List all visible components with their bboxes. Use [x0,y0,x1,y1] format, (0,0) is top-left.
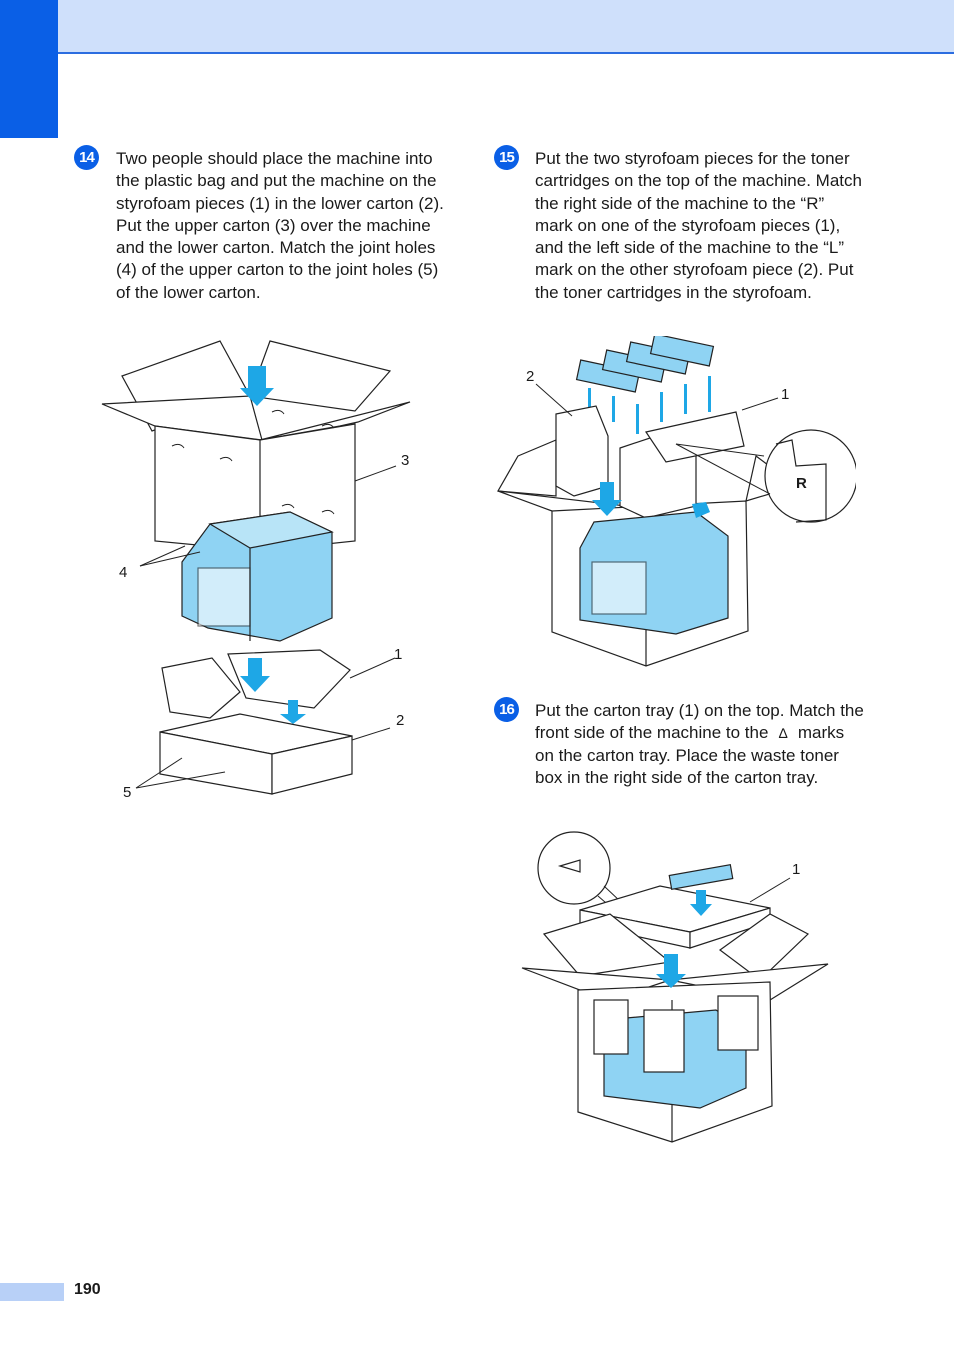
step-15-badge: 15 [494,145,519,170]
header-band [0,0,954,54]
step-14-figure: 3 4 1 2 5 [101,340,411,801]
step-16-paragraph: Put the carton tray (1) on the top. Matc… [535,700,865,789]
step-16-figure: 1 [521,831,829,1143]
callout-3: 3 [401,452,409,469]
callout-1: 1 [792,861,800,878]
triangle-mark-icon: ∆ [778,725,788,742]
callout-4: 4 [119,564,127,581]
callout-2: 2 [526,368,534,385]
step-14-paragraph: Two people should place the machine into… [116,149,444,302]
page-number-bar [0,1283,64,1301]
step-14-badge: 14 [74,145,99,170]
step-15-figure: R 2 1 [497,336,856,667]
callout-1: 1 [394,646,402,663]
step-16-text-after: marks on the carton tray. Place the wast… [535,723,845,787]
detail-mark: R [796,475,807,492]
callout-2: 2 [396,712,404,729]
callout-5: 5 [123,784,131,801]
step-16-badge: 16 [494,697,519,722]
chapter-tab [0,0,58,138]
page-number: 190 [74,1281,101,1298]
step-15-text: Put the two styrofoam pieces for the ton… [535,148,865,304]
step-15-paragraph: Put the two styrofoam pieces for the ton… [535,149,862,302]
step-16-text-before: Put the carton tray (1) on the top. Matc… [535,701,864,743]
step-14-text: Two people should place the machine into… [116,148,446,304]
callout-1: 1 [781,386,789,403]
step-16-text: Put the carton tray (1) on the top. Matc… [535,700,865,789]
